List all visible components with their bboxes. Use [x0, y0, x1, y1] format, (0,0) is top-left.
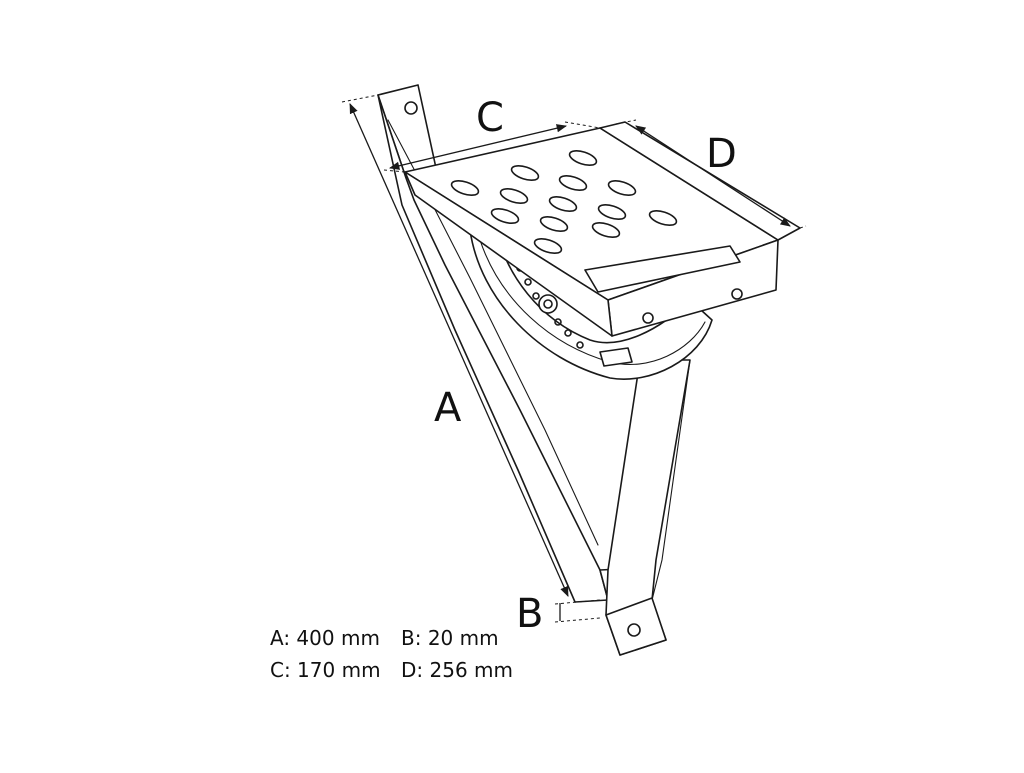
- spec-b: B: 20 mm: [401, 626, 499, 650]
- tread-label-plate: [584, 245, 741, 293]
- dimension-a: [341, 94, 569, 597]
- mount-hole-bottom: [627, 623, 641, 637]
- dimension-label-a: A: [434, 385, 462, 431]
- spec-d: D: 256 mm: [401, 658, 513, 682]
- dimension-c: [383, 121, 601, 173]
- dimension-label-c: C: [476, 95, 504, 141]
- dimension-d: [615, 119, 807, 229]
- nut: [599, 347, 633, 367]
- spec-c: C: 170 mm: [270, 658, 381, 682]
- spec-a: A: 400 mm: [270, 626, 380, 650]
- lower-strut: [605, 359, 691, 656]
- pivot-bolt: [538, 294, 558, 314]
- dimension-label-b: B: [516, 591, 544, 637]
- dimension-label-d: D: [706, 131, 737, 177]
- dimension-b: [554, 599, 601, 623]
